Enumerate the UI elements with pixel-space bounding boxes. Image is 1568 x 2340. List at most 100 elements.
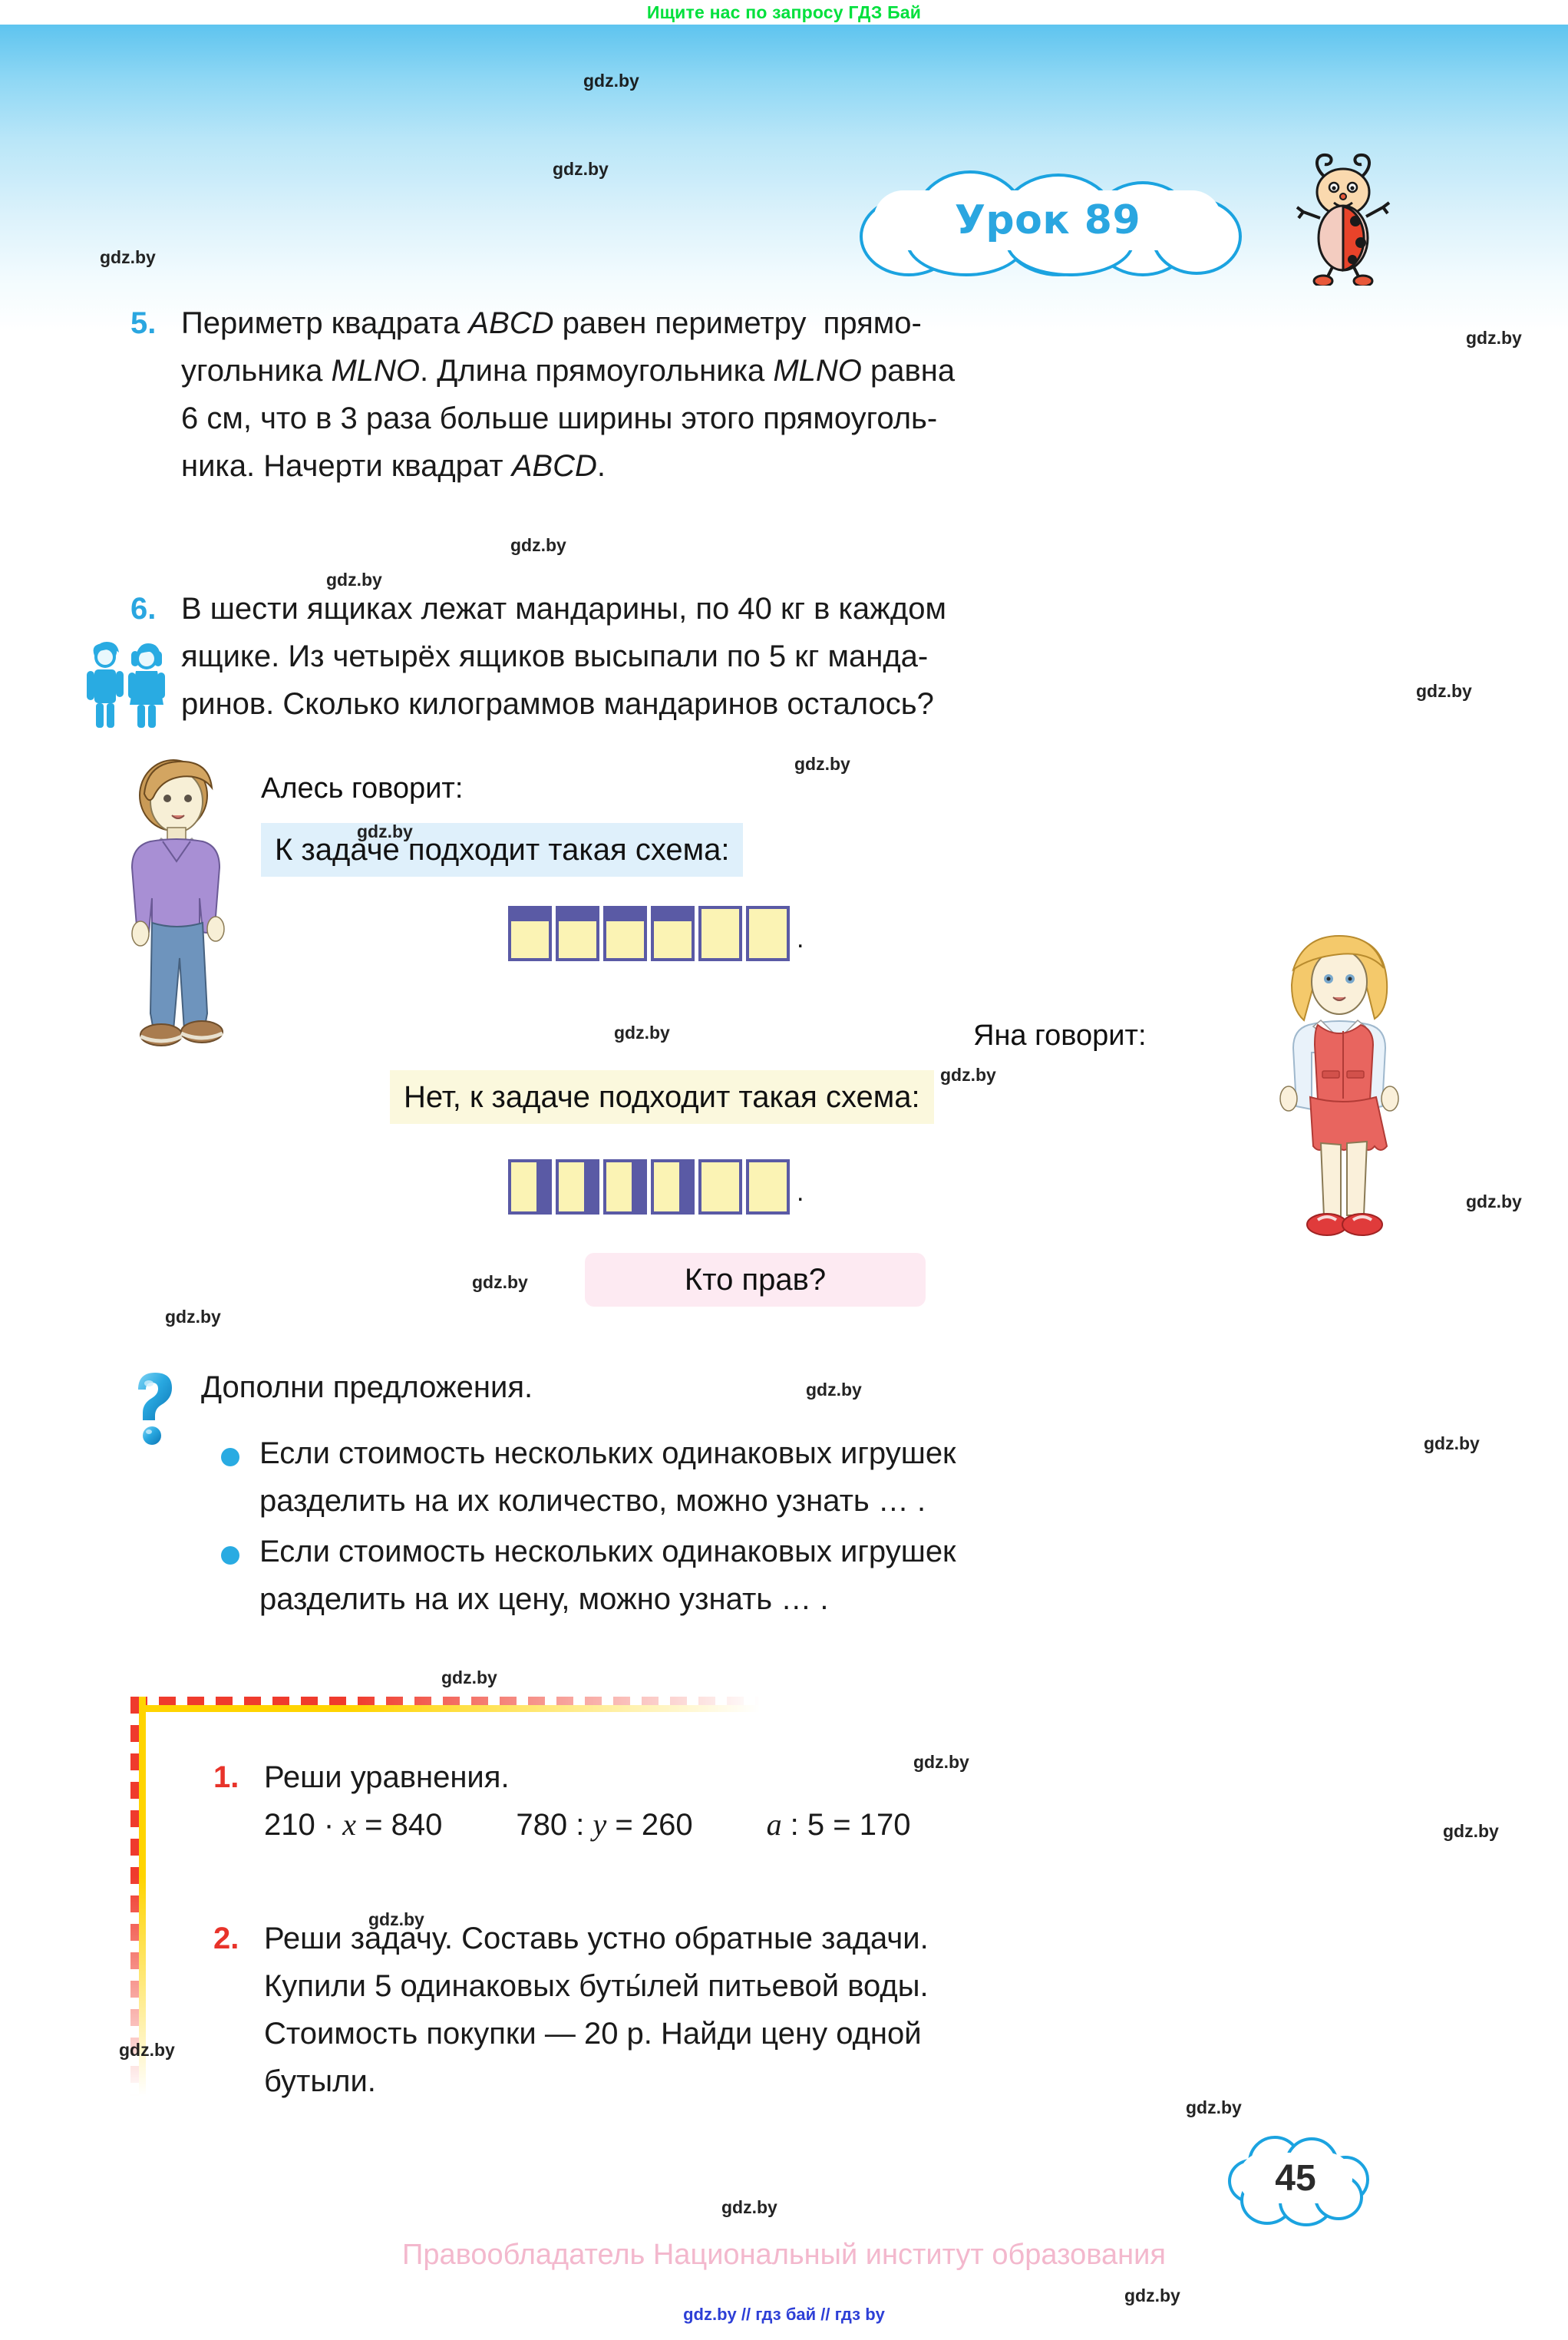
scheme-cell <box>651 1159 695 1215</box>
homework-frame-top-border <box>130 1697 760 1705</box>
who-is-right-bubble: Кто прав? <box>585 1253 926 1307</box>
equation-3: a : 5 = 170 <box>766 1807 911 1842</box>
bullet-dot-icon <box>221 1546 239 1565</box>
homework-item-2-line-3: Стоимость покупки — 20 р. Найди цену одн… <box>264 2017 922 2051</box>
complete-task-bullet-2: Если стоимость нескольких одинаковых игр… <box>221 1528 956 1623</box>
homework-item-2-line-4: бутыли. <box>264 2064 376 2098</box>
scheme-cell <box>508 1159 552 1215</box>
watermark: gdz.by <box>583 71 639 91</box>
watermark: gdz.by <box>510 535 566 555</box>
equation-1: 210 · x = 840 <box>264 1807 443 1842</box>
scheme-cell <box>698 906 742 961</box>
watermark: gdz.by <box>1466 328 1522 348</box>
exercise-5-line-2: угольника MLNO. Длина прямоугольника MLN… <box>181 354 956 388</box>
ladybug-icon <box>1289 147 1397 288</box>
equation-2: 780 : y = 260 <box>516 1807 693 1842</box>
watermark: gdz.by <box>326 570 382 590</box>
scheme-cell <box>556 1159 599 1215</box>
watermark: gdz.by <box>357 821 413 841</box>
exercise-6-number: 6. <box>130 592 157 626</box>
yana-illustration <box>1270 934 1416 1264</box>
watermark: gdz.by <box>1466 1191 1522 1211</box>
scheme-cell <box>698 1159 742 1215</box>
scheme-cell <box>508 906 552 961</box>
textbook-page: Урок 89 5. Периме <box>0 25 1568 2340</box>
bullet-2-line-1: Если стоимость нескольких одинаковых игр… <box>259 1535 956 1568</box>
page-number-text: 45 <box>1275 2157 1316 2199</box>
homework-frame-left-border <box>130 1697 139 2096</box>
watermark: gdz.by <box>1416 681 1472 701</box>
homework-frame <box>130 1697 1435 2188</box>
pair-work-icon <box>79 639 175 731</box>
complete-task-heading-row: Дополни предложения. <box>201 1363 533 1411</box>
equations-row: 210 · x = 840 780 : y = 260 a : 5 = 170 <box>264 1801 910 1849</box>
ales-speaker-label: Алесь говорит: <box>261 772 464 805</box>
exercise-6-text: В шести ящиках лежат мандарины, по 40 кг… <box>181 585 946 728</box>
scheme-cell <box>603 1159 647 1215</box>
bullet-1-line-1: Если стоимость нескольких одинаковых игр… <box>259 1436 956 1470</box>
watermark: gdz.by <box>368 1909 424 1929</box>
ales-illustration <box>115 755 246 1055</box>
question-mark-icon <box>129 1370 180 1449</box>
scheme-cell <box>746 906 790 961</box>
homework-frame-top-border-glow <box>130 1705 760 1712</box>
bullet-2-line-2: разделить на их цену, можно узнать … . <box>259 1582 829 1616</box>
homework-item-1-body: Реши уравнения. 210 · x = 840 780 : y = … <box>264 1753 910 1849</box>
yana-speech-bubble: Нет, к задаче подходит такая схема: <box>390 1070 934 1124</box>
watermark: gdz.by <box>100 247 156 267</box>
watermark: gdz.by <box>913 1752 969 1772</box>
watermark: gdz.by <box>119 2040 175 2060</box>
complete-task-bullet-1-text: Если стоимость нескольких одинаковых игр… <box>259 1429 956 1525</box>
scheme-cell <box>556 906 599 961</box>
exercise-5-number: 5. <box>130 306 157 340</box>
homework-item-1-title: Реши уравнения. <box>264 1760 510 1794</box>
scheme-cell <box>603 906 647 961</box>
homework-item-2-line-2: Купили 5 одинаковых буты́лей питьевой во… <box>264 1969 929 2003</box>
homework-item-2-body: Реши задачу. Составь устно обратные зада… <box>264 1915 929 2105</box>
homework-item-1: 1. Реши уравнения. 210 · x = 840 780 : y… <box>213 1753 910 1849</box>
watermark: gdz.by <box>1443 1821 1499 1841</box>
homework-item-2: 2. Реши задачу. Составь устно обратные з… <box>213 1915 929 2105</box>
scheme-trailing-dot: . <box>797 1178 804 1207</box>
homework-item-2-number: 2. <box>213 1922 239 1955</box>
exercise-5-line-3: 6 см, что в 3 раза больше ширины этого п… <box>181 402 938 435</box>
exercise-6-line-1: В шести ящиках лежат мандарины, по 40 кг… <box>181 592 946 626</box>
scheme-trailing-dot: . <box>797 924 804 954</box>
watermark: gdz.by <box>794 754 850 774</box>
lesson-title-cloud: Урок 89 <box>860 170 1242 276</box>
copyright-notice: Правообладатель Национальный институт об… <box>402 2239 1166 2271</box>
homework-item-2-line-1: Реши задачу. Составь устно обратные зада… <box>264 1922 929 1955</box>
promo-banner: Ищите нас по запросу ГДЗ Бай <box>0 0 1568 25</box>
page-number-cloud: 45 <box>1228 2136 1369 2226</box>
scheme-cell <box>651 906 695 961</box>
bullet-dot-icon <box>221 1448 239 1466</box>
homework-item-1-number: 1. <box>213 1760 239 1794</box>
watermark: gdz.by <box>441 1667 497 1687</box>
bullet-1-line-2: разделить на их количество, можно узнать… <box>259 1484 926 1518</box>
scheme-cell <box>746 1159 790 1215</box>
complete-task-bullet-2-text: Если стоимость нескольких одинаковых игр… <box>259 1528 956 1623</box>
exercise-5-line-4: ника. Начерти квадрат ABCD. <box>181 449 606 483</box>
exercise-6-line-2: ящике. Из четырёх ящиков высыпали по 5 к… <box>181 640 929 673</box>
complete-task-heading: Дополни предложения. <box>201 1370 533 1404</box>
scheme-ales: . <box>508 906 804 972</box>
homework-frame-left-border-glow <box>139 1697 146 2096</box>
yana-speaker-label: Яна говорит: <box>973 1020 1147 1052</box>
exercise-6-line-3: ринов. Сколько килограммов мандаринов ос… <box>181 687 934 721</box>
exercise-5-line-1: Периметр квадрата ABCD равен периметру п… <box>181 306 922 340</box>
exercise-5-text: Периметр квадрата ABCD равен периметру п… <box>181 299 955 490</box>
watermark: gdz.by <box>806 1380 862 1400</box>
watermark: gdz.by <box>721 2197 777 2217</box>
lesson-title-text: Урок 89 <box>954 197 1141 243</box>
exercise-5: 5. Периметр квадрата ABCD равен периметр… <box>130 299 955 490</box>
ales-speech-bubble: К задаче подходит такая схема: <box>261 823 744 877</box>
complete-task-bullet-1: Если стоимость нескольких одинаковых игр… <box>221 1429 956 1525</box>
watermark: gdz.by <box>1186 2097 1242 2117</box>
exercise-6: 6. В шести ящиках лежат мандарины, по 40… <box>130 585 946 728</box>
watermark: gdz.by <box>553 159 609 179</box>
promo-banner-text: Ищите нас по запросу ГДЗ Бай <box>646 2 922 22</box>
watermark: gdz.by <box>940 1065 996 1085</box>
watermark: gdz.by <box>1124 2285 1180 2305</box>
watermark: gdz.by <box>1424 1433 1480 1453</box>
watermark: gdz.by <box>165 1307 221 1327</box>
